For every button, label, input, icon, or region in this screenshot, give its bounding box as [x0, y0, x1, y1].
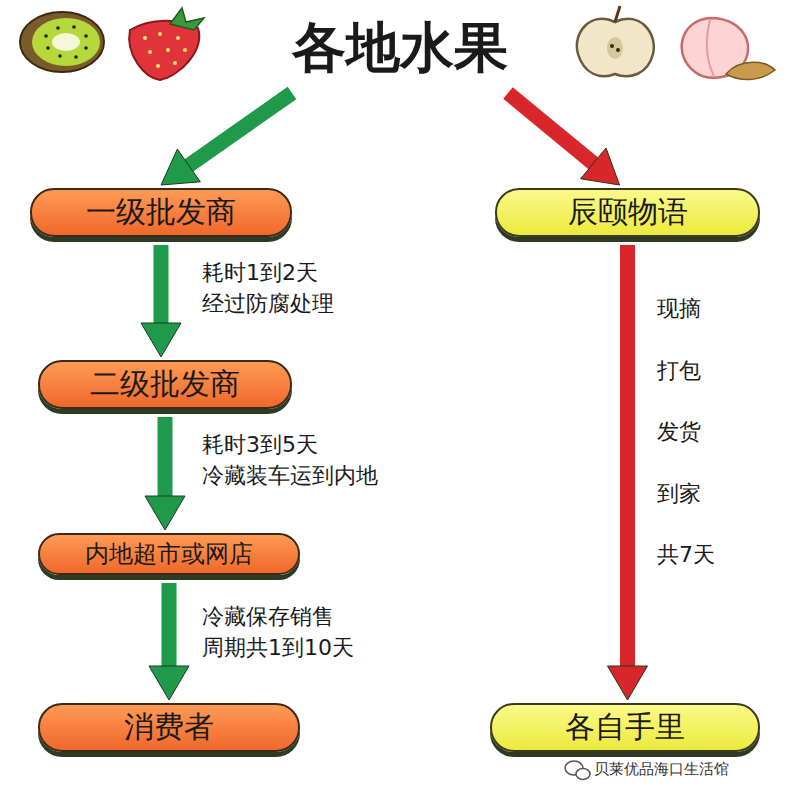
arrow-shaft: [154, 245, 169, 325]
arrow-head: [161, 149, 200, 185]
watermark-icon: [565, 761, 590, 780]
process-box: 各自手里: [490, 703, 760, 752]
flow-arrow: [149, 583, 189, 700]
peach-icon: [682, 18, 775, 80]
arrow-head: [141, 323, 181, 357]
arrow-head: [145, 496, 185, 530]
flow-arrow: [508, 93, 620, 185]
strawberry-icon: [129, 8, 204, 80]
process-box: 辰颐物语: [495, 188, 760, 237]
box-label: 内地超市或网店: [85, 538, 253, 570]
arrow-shaft: [162, 583, 177, 668]
edge-label: 冷藏保存销售 周期共1到10天: [202, 602, 402, 664]
arrow-head: [149, 666, 189, 700]
edge-label: 耗时1到2天 经过防腐处理: [202, 258, 402, 320]
arrow-shaft: [620, 245, 635, 668]
box-label: 消费者: [124, 707, 214, 748]
arrow-head: [608, 666, 648, 700]
watermark-text: 贝莱优品海口生活馆: [594, 760, 729, 779]
edge-label: 现摘 打包 发货 到家 共7天: [657, 278, 727, 586]
flow-arrow: [161, 93, 292, 185]
box-label: 各自手里: [565, 707, 685, 748]
flow-arrow: [141, 245, 181, 357]
arrow-shaft: [158, 417, 173, 498]
arrow-shaft: [508, 93, 595, 165]
flow-arrow: [145, 417, 185, 530]
arrow-head: [581, 148, 620, 185]
process-box: 消费者: [38, 703, 300, 752]
title-node: 各地水果: [265, 8, 535, 89]
flow-arrow: [608, 245, 648, 700]
process-box: 二级批发商: [38, 360, 292, 409]
box-label: 辰颐物语: [568, 192, 688, 233]
box-label: 一级批发商: [86, 192, 236, 233]
kiwi-icon: [20, 12, 104, 72]
edge-label: 耗时3到5天 冷藏装车运到内地: [202, 430, 402, 492]
process-box: 内地超市或网店: [38, 533, 300, 575]
apple-icon: [577, 6, 654, 76]
box-label: 二级批发商: [90, 364, 240, 405]
title-text: 各地水果: [292, 12, 508, 85]
process-box: 一级批发商: [30, 188, 292, 237]
arrow-shaft: [187, 93, 292, 167]
